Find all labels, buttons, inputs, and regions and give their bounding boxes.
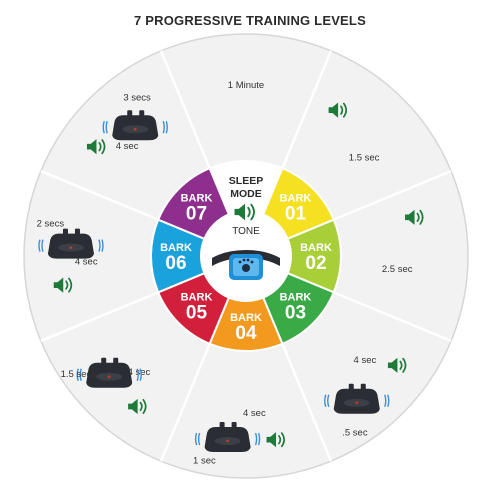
outer-divider [281,50,333,169]
segment-label-line2: MODE [230,188,262,200]
speaker-sound-icon [53,277,73,293]
outer-segment: 4 sec 1 sec [193,408,285,467]
speaker-sound-icon [128,398,147,415]
speaker-sound-icon [405,209,424,225]
outer-ring-content: 1 Minute 1.5 sec 2.5 sec 4 sec .5 sec 4 sec 1 … [37,80,424,467]
vibration-duration-label: .5 sec [342,428,368,439]
vibration-duration-label: 3 secs [123,92,151,103]
vibration-waves-icon [324,394,390,407]
outer-segment: 1.5 sec [328,102,380,163]
vibration-waves-icon [76,368,142,381]
outer-segment: 4 sec 1.5 secs [61,357,151,415]
outer-segment: 4 sec .5 sec [324,355,407,439]
segment-label-line2: 01 [285,204,307,225]
tone-duration-label: 4 sec [75,256,98,267]
segment-label-line1: BARK [181,193,213,205]
outer-divider [333,291,452,343]
tone-duration-label: 4 sec [243,408,266,419]
outer-segment: 4 sec 2 secs [37,218,104,293]
tone-duration-label: 4 sec [354,355,377,366]
vibration-waves-icon [194,432,261,446]
segment-label-line1: BARK [181,291,213,303]
speaker-sound-icon [86,139,106,155]
outer-divider [333,169,452,221]
outer-segment: 2.5 sec [382,209,424,275]
bark-collar-icon [324,383,390,414]
vibration-waves-icon [38,239,104,252]
tone-duration-label: 4 sec [116,141,139,152]
speaker-sound-icon [234,203,255,221]
speaker-sound-icon [328,102,348,118]
outer-divider [159,343,211,462]
bark-collar-icon [76,357,142,388]
center-tone-label: TONE [232,226,260,237]
vibration-duration-label: 1 Minute [228,80,264,91]
segment-label-line2: 07 [186,204,207,225]
vibration-duration-label: 1 sec [193,456,216,467]
center-tone-area: TONE [201,203,291,301]
bark-collar-icon [194,422,261,453]
vibration-duration-label: 2 secs [37,218,65,229]
vibration-duration-label: 2.5 sec [382,264,413,275]
outer-divider [281,343,333,462]
outer-divider [40,291,159,343]
outer-divider [40,169,159,221]
vibration-duration-label: 1.5 sec [349,152,380,163]
bark-collar-icon [38,228,104,259]
segment-label-line1: BARK [300,242,332,254]
speaker-sound-icon [266,432,285,448]
segment-label-line1: BARK [280,291,312,303]
diagram-title: 7 PROGRESSIVE TRAINING LEVELS [134,13,366,28]
segment-label-line1: BARK [160,242,192,254]
segment-label-line2: 03 [285,302,306,323]
segment-label-line1: SLEEP [229,175,263,187]
segment-label-line1: BARK [230,312,262,324]
outer-divider [159,50,211,169]
speaker-sound-icon [387,357,407,373]
outer-ring-dividers [40,50,452,462]
vibration-waves-icon [102,121,168,134]
segment-label-line2: 02 [305,253,326,274]
vibration-duration-label: 1.5 secs [61,369,97,380]
outer-segment: 4 sec 3 secs [86,92,168,155]
segment-label-line1: BARK [280,193,312,205]
tone-duration-label: 4 sec [128,367,151,378]
segment-label-line2: 05 [186,302,208,323]
outer-segment: 1 Minute [228,80,264,91]
bark-collar-icon [102,110,168,141]
segment-label-line2: 06 [165,253,186,274]
center-collar-icon [212,250,280,280]
segment-label-line2: 04 [235,323,257,344]
